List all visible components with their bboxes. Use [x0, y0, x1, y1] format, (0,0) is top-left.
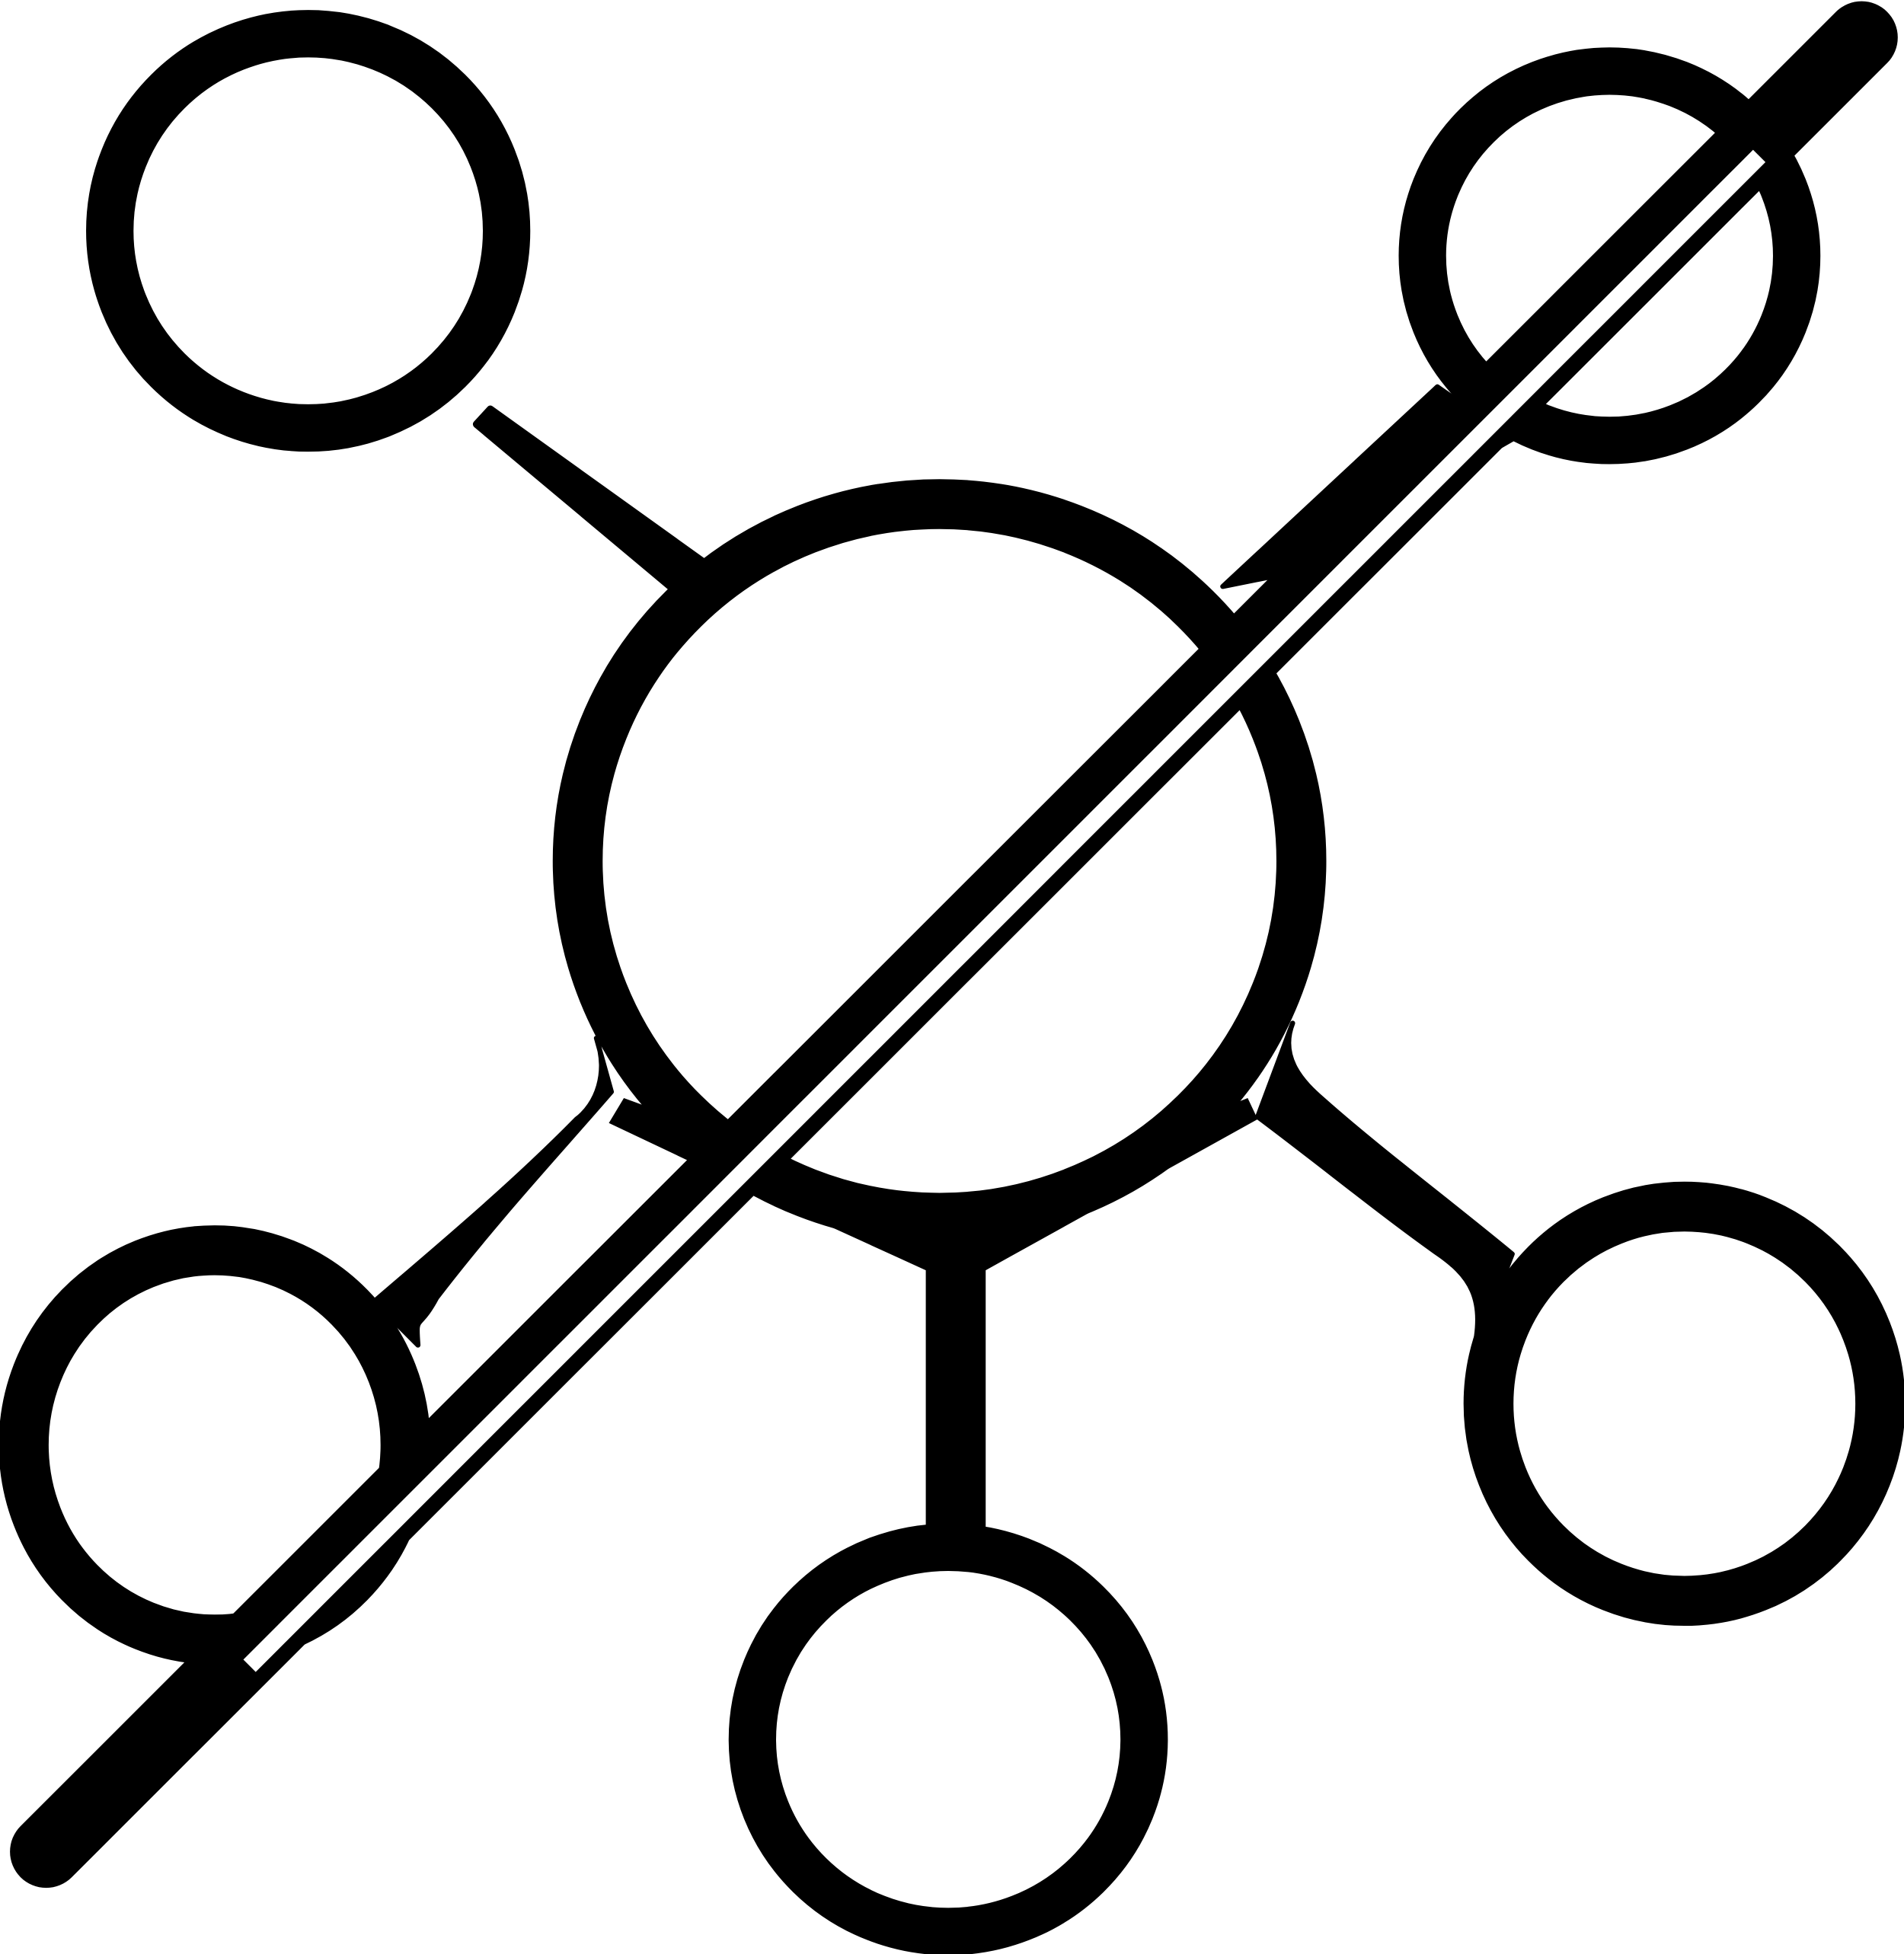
connector-left: [372, 1036, 615, 1348]
connector-bottom: [925, 1228, 986, 1529]
top-left-node: [86, 10, 531, 452]
connector-right: [1255, 1020, 1515, 1361]
bottom-node: [728, 1523, 1168, 1954]
right-node: [1463, 1181, 1904, 1626]
diagonal-strike: [10, 1, 1898, 1889]
connector-top-left: [472, 405, 715, 595]
hub-node: [552, 479, 1327, 1244]
